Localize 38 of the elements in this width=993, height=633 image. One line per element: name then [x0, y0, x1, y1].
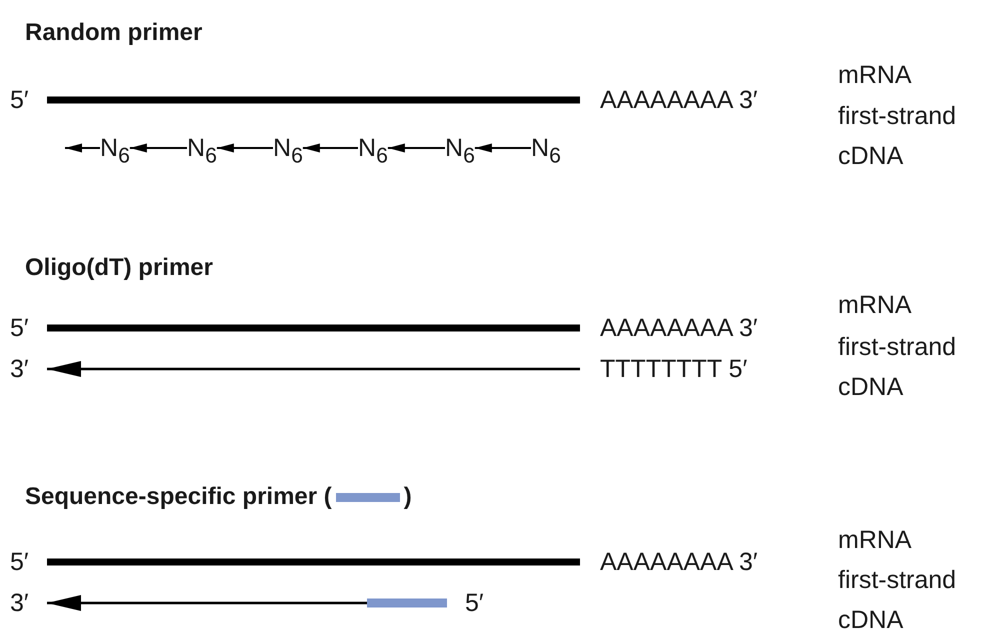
strand-end-label: AAAAAAAA 3′	[580, 313, 758, 343]
primer-label: N$_{6}$	[273, 133, 303, 163]
arrow	[474, 144, 531, 152]
strand-label: first-strand cDNA	[838, 332, 958, 403]
arrow	[130, 144, 187, 152]
strand-label: mRNA	[838, 525, 913, 556]
arrow	[47, 361, 580, 377]
strand-end-label: 5′	[465, 588, 484, 619]
strand-end-label: 5′	[10, 313, 47, 343]
primer-label: N$_{6}$	[187, 133, 217, 163]
primer-label: N$_{6}$	[531, 133, 561, 163]
arrow	[65, 144, 100, 152]
primer-label: N$_{6}$	[100, 133, 130, 163]
arrow	[47, 595, 367, 611]
strand-label: first-strand cDNA	[838, 565, 958, 633]
strand-end-label: 3′	[10, 588, 47, 618]
strand-label: mRNA	[838, 290, 913, 321]
primer-label: N$_{6}$	[445, 133, 475, 163]
mrna-strand	[47, 324, 580, 332]
strand-end-label: TTTTTTTT 5′	[580, 354, 748, 384]
section-title: Random primer	[25, 18, 202, 48]
strand-end-label: AAAAAAAA 3′	[580, 547, 758, 577]
section-title: )	[404, 482, 412, 512]
arrow	[302, 144, 358, 152]
arrow	[388, 144, 445, 152]
section-title: Oligo(dT) primer	[25, 253, 213, 283]
strand-end-label: 5′	[10, 85, 47, 115]
strand-label: mRNA	[838, 60, 913, 91]
arrow	[216, 144, 273, 152]
primer-label: N$_{6}$	[358, 133, 388, 163]
mrna-strand	[47, 558, 580, 566]
primer-bar	[367, 598, 447, 608]
mrna-strand	[47, 96, 580, 104]
section-title: Sequence-specific primer (	[25, 482, 332, 512]
strand-end-label: AAAAAAAA 3′	[580, 85, 758, 115]
strand-end-label: 3′	[10, 354, 47, 384]
strand-end-label: 5′	[10, 547, 47, 577]
strand-label: first-strand cDNA	[838, 101, 958, 172]
